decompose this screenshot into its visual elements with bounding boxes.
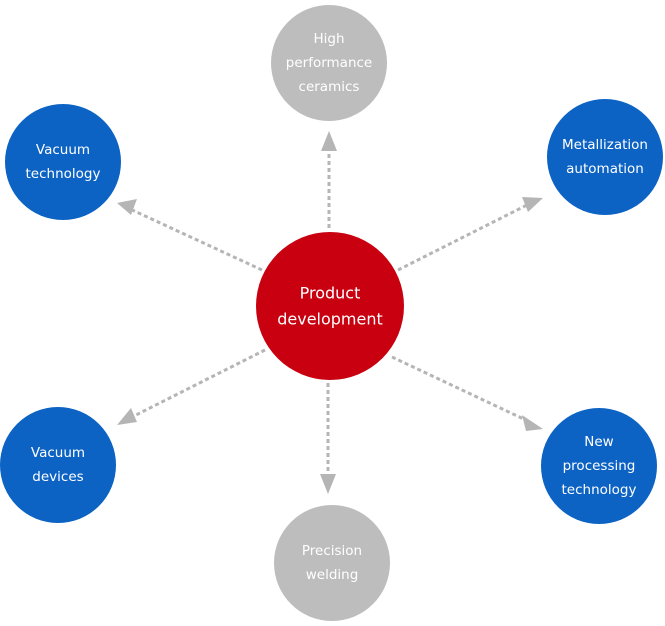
node-circle-high-performance-ceramics xyxy=(271,5,387,121)
node-circle-vacuum-devices xyxy=(0,407,116,523)
node-circle-vacuum-technology xyxy=(5,104,121,220)
arrowhead-precision-welding xyxy=(320,474,336,494)
arrowhead-vacuum-technology xyxy=(117,199,137,215)
node-vacuum-devices: Vacuum devices xyxy=(0,407,116,523)
center-node-label-line-2: development xyxy=(277,310,383,329)
node-label-metallization-automation-line-1: Metallization xyxy=(562,137,648,153)
arrow-to-vacuum-technology xyxy=(129,207,263,272)
node-metallization-automation: Metallization automation xyxy=(547,99,663,215)
node-label-new-processing-technology-line-3: technology xyxy=(562,482,637,498)
node-vacuum-technology: Vacuum technology xyxy=(5,104,121,220)
node-label-high-performance-ceramics-line-1: High xyxy=(313,31,344,47)
arrow-to-metallization-automation xyxy=(397,202,530,272)
node-circle-new-processing-technology xyxy=(541,408,657,524)
node-label-vacuum-technology-line-2: technology xyxy=(26,166,101,182)
node-label-vacuum-devices-line-1: Vacuum xyxy=(31,445,85,461)
center-node-label-line-1: Product xyxy=(300,284,361,303)
arrow-to-new-processing-technology xyxy=(391,355,531,424)
center-node-circle xyxy=(256,232,404,380)
center-node-product-development: Product development xyxy=(256,232,404,380)
node-label-vacuum-devices-line-2: devices xyxy=(32,469,83,485)
node-label-high-performance-ceramics-line-3: ceramics xyxy=(299,79,360,95)
node-circle-metallization-automation xyxy=(547,99,663,215)
node-label-precision-welding-line-2: welding xyxy=(306,567,359,583)
arrowhead-high-performance-ceramics xyxy=(321,131,337,151)
node-high-performance-ceramics: High performance ceramics xyxy=(271,5,387,121)
node-precision-welding: Precision welding xyxy=(274,505,390,621)
node-label-metallization-automation-line-2: automation xyxy=(566,161,644,177)
arrow-to-vacuum-devices xyxy=(129,348,266,420)
node-new-processing-technology: New processing technology xyxy=(541,408,657,524)
node-label-new-processing-technology-line-1: New xyxy=(584,434,613,450)
node-label-precision-welding-line-1: Precision xyxy=(302,543,362,559)
node-label-new-processing-technology-line-2: processing xyxy=(563,458,636,474)
arrowhead-new-processing-technology xyxy=(522,415,543,431)
node-label-high-performance-ceramics-line-2: performance xyxy=(286,55,372,71)
connectors xyxy=(117,131,543,494)
node-circle-precision-welding xyxy=(274,505,390,621)
arrowhead-metallization-automation xyxy=(522,197,543,212)
nodes: Product development High performance ceramic… xyxy=(0,5,663,621)
node-label-vacuum-technology-line-1: Vacuum xyxy=(36,142,90,158)
arrowhead-vacuum-devices xyxy=(117,408,137,425)
